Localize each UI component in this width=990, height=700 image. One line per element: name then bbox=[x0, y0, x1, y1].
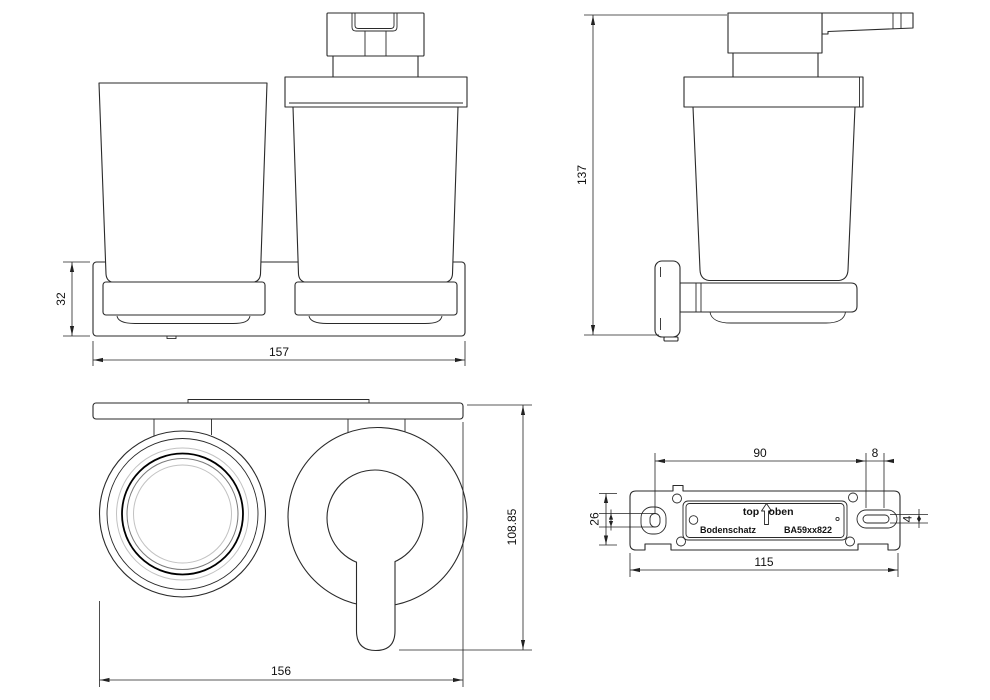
plate-outline bbox=[629, 484, 901, 551]
front-pump-head bbox=[326, 12, 425, 57]
top-dim-overall-depth-label: 108.85 bbox=[505, 508, 519, 545]
plate-dim-hole-spacing-label: 90 bbox=[753, 446, 767, 460]
plate-text-model: BA59xx822 bbox=[784, 525, 832, 535]
front-dim-overall-width: 157 bbox=[92, 341, 466, 366]
plate-keyhole-outer bbox=[640, 506, 667, 535]
front-cup-left bbox=[102, 281, 266, 316]
plate-dim-width-label: 115 bbox=[754, 555, 773, 569]
plate-dim-slot-height-label: 4 bbox=[901, 515, 915, 522]
front-bracket-foot bbox=[166, 335, 177, 340]
front-dim-overall-width-label: 157 bbox=[269, 345, 289, 359]
plate-dim-slot-offset: 8 bbox=[866, 446, 894, 508]
side-dish bbox=[709, 311, 846, 324]
plate-pin-hole bbox=[835, 516, 840, 522]
top-dim-overall-depth: 108.85 bbox=[399, 404, 532, 651]
plate-slot-inner bbox=[862, 514, 890, 524]
front-dim-holder-height: 32 bbox=[54, 261, 90, 337]
side-holder-ring bbox=[679, 282, 858, 313]
top-rail-bar bbox=[92, 402, 464, 420]
up-arrow-icon bbox=[761, 503, 772, 525]
side-pump-lever bbox=[821, 12, 914, 35]
side-collar bbox=[683, 76, 864, 108]
plate-screw-hole-bottom-right bbox=[845, 536, 855, 547]
side-view: 137 bbox=[575, 12, 914, 342]
front-cup-right bbox=[294, 281, 458, 316]
plate-text-oben: oben bbox=[768, 506, 793, 518]
front-dish-right bbox=[308, 315, 443, 324]
top-pump-handle bbox=[355, 560, 396, 652]
top-wall-plate-edge bbox=[187, 399, 370, 403]
front-dispenser-glass bbox=[292, 106, 459, 284]
plate-slot-outer bbox=[856, 509, 898, 529]
top-dispenser bbox=[287, 426, 468, 652]
plate-label-field-outer bbox=[682, 500, 848, 541]
side-dim-overall-height: 137 bbox=[575, 14, 727, 336]
plate-dim-hole-spacing: 90 bbox=[654, 446, 867, 513]
side-dim-overall-height-label: 137 bbox=[575, 165, 589, 185]
front-pump-neck bbox=[332, 55, 419, 78]
front-pump-notch-inner bbox=[354, 13, 395, 29]
plate-dim-height-label: 26 bbox=[588, 512, 602, 526]
front-dispenser-collar bbox=[284, 76, 468, 108]
plate-center-hole bbox=[688, 515, 699, 525]
side-pump-head bbox=[727, 12, 823, 54]
plate-screw-hole-top-left bbox=[672, 493, 682, 504]
top-dim-overall-width: 156 bbox=[99, 422, 464, 687]
top-pump-boss bbox=[326, 469, 424, 567]
plate-text-brand: Bodenschatz bbox=[700, 525, 757, 535]
front-pump-notch bbox=[351, 13, 398, 32]
plate-dim-height: 26 bbox=[588, 493, 617, 546]
top-tumbler-rings bbox=[98, 430, 267, 598]
mounting-plate-view: top oben Bodenschatz BA59xx822 90 8 bbox=[588, 446, 928, 577]
plate-text-top: top bbox=[743, 506, 759, 518]
side-glass bbox=[692, 106, 856, 282]
top-dim-overall-width-label: 156 bbox=[271, 664, 291, 678]
plate-dim-width: 115 bbox=[629, 553, 899, 577]
side-pump-neck bbox=[732, 52, 819, 78]
side-wall-bracket bbox=[654, 260, 681, 338]
side-bracket-foot bbox=[663, 336, 679, 342]
top-view: 108.85 156 bbox=[92, 399, 532, 687]
plate-screw-hole-top-right bbox=[848, 492, 858, 503]
plate-dim-slot-height: 4 bbox=[890, 509, 928, 528]
front-tumbler-glass bbox=[98, 82, 268, 284]
front-view: 32 157 bbox=[54, 12, 468, 366]
front-dim-holder-height-label: 32 bbox=[54, 292, 68, 306]
plate-keyhole-slot-marker bbox=[599, 509, 655, 531]
front-dish-left bbox=[116, 315, 251, 324]
plate-dim-slot-offset-label: 8 bbox=[872, 446, 879, 460]
plate-screw-hole-bottom-left bbox=[676, 536, 686, 547]
plate-label-field-inner bbox=[685, 503, 845, 538]
top-handle-fill bbox=[356, 559, 395, 651]
